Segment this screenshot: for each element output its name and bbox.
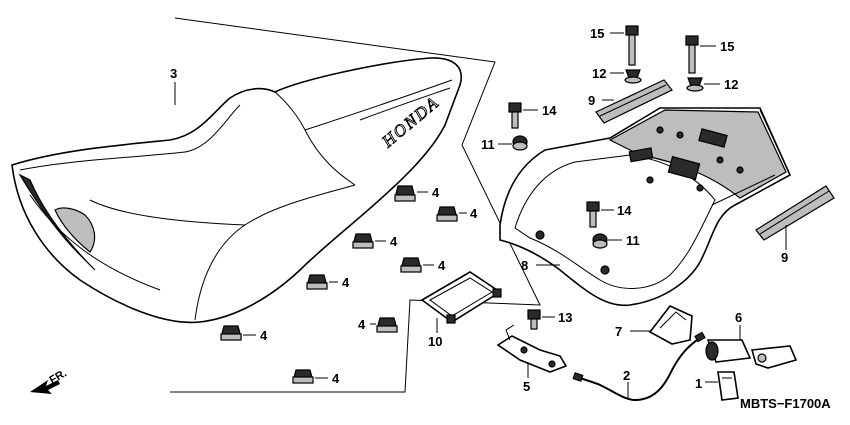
callout-15b: 15 — [720, 39, 734, 54]
collar-11a — [512, 135, 528, 151]
lock-bracket — [648, 305, 693, 345]
callout-4e: 4 — [342, 275, 350, 290]
callout-4g: 4 — [260, 328, 268, 343]
bolt-13 — [527, 309, 541, 330]
callout-12a: 12 — [592, 66, 606, 81]
callout-2: 2 — [623, 368, 630, 383]
seat-cable — [572, 331, 706, 402]
callout-4h: 4 — [332, 371, 340, 386]
bolt-15b — [685, 35, 699, 74]
seat — [11, 57, 462, 324]
callout-4d: 4 — [438, 258, 446, 273]
cushion-4g — [220, 325, 242, 341]
cushion-4e — [306, 274, 328, 290]
callout-8: 8 — [521, 258, 528, 273]
callout-9a: 9 — [588, 93, 595, 108]
rear-carrier — [499, 107, 792, 307]
callout-10: 10 — [428, 334, 442, 349]
callout-9b: 9 — [781, 250, 788, 265]
front-label: FR. — [48, 367, 69, 386]
seat-bracket — [420, 271, 502, 324]
callout-13: 13 — [558, 310, 572, 325]
cushion-4a — [394, 185, 416, 202]
trim-strip-lower — [755, 185, 835, 241]
callout-11b: 11 — [626, 233, 640, 248]
collar-11b — [592, 233, 608, 249]
callout-12b: 12 — [724, 77, 738, 92]
callout-14b: 14 — [617, 203, 632, 218]
cushion-4h — [292, 369, 314, 384]
callout-4a: 4 — [432, 185, 440, 200]
front-arrow-icon — [30, 380, 60, 394]
bolt-14b — [586, 201, 600, 228]
trim-strip-upper — [595, 79, 673, 124]
washer-12b — [686, 77, 704, 92]
callout-7: 7 — [615, 324, 622, 339]
callout-14a: 14 — [542, 103, 557, 118]
cushion-4f — [376, 317, 398, 333]
assembly-outline — [170, 17, 541, 393]
callout-1: 1 — [695, 376, 702, 391]
washer-12a — [624, 69, 642, 84]
cushion-4c — [352, 233, 374, 249]
callout-6: 6 — [735, 310, 742, 325]
bolt-15a — [625, 25, 639, 66]
callout-4b: 4 — [470, 206, 478, 221]
drawing-code: MBTS−F1700A — [740, 396, 831, 411]
clip — [717, 371, 739, 401]
callout-4c: 4 — [390, 234, 398, 249]
seat-latch — [496, 324, 568, 373]
callout-4f: 4 — [358, 317, 366, 332]
cushion-4b — [436, 206, 458, 222]
seat-lock — [705, 339, 798, 369]
callout-3: 3 — [170, 66, 177, 81]
cushion-4d — [400, 257, 422, 273]
callout-5: 5 — [523, 379, 530, 394]
callout-11a: 11 — [481, 137, 495, 152]
bolt-14a — [508, 102, 522, 129]
callout-15a: 15 — [590, 26, 604, 41]
